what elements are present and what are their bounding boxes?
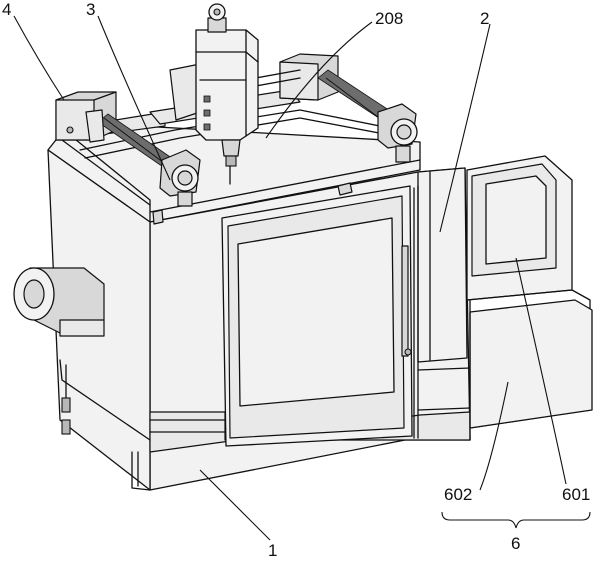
side-cylinder [13, 267, 105, 337]
label-4: 4 [2, 0, 11, 19]
right-screw-rod [279, 53, 418, 163]
left-screw-rod [85, 109, 201, 207]
label-602: 602 [444, 485, 472, 504]
label-6: 6 [511, 534, 520, 553]
label-601: 601 [562, 485, 590, 504]
reference-labels: 4 3 208 2 1 602 601 6 [2, 0, 590, 560]
label-208: 208 [375, 9, 403, 28]
label-1: 1 [268, 541, 277, 560]
spindle-head [169, 3, 301, 185]
label-2: 2 [480, 9, 489, 28]
label-3: 3 [86, 0, 95, 19]
right-unit [466, 155, 593, 441]
front-door [221, 185, 419, 447]
leader-lines [13, 15, 567, 541]
group-bracket [441, 511, 591, 529]
thread-lines-right [325, 77, 391, 127]
